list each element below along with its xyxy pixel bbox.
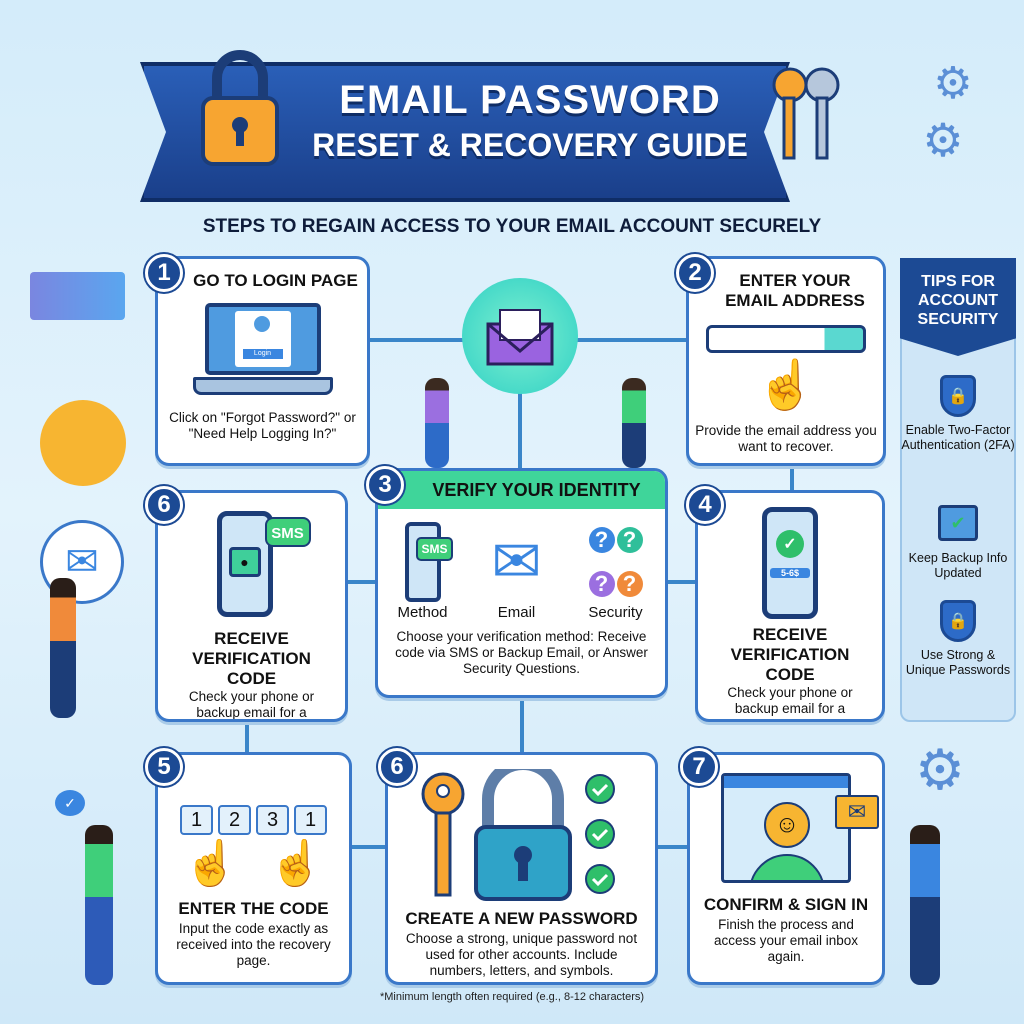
step-text: Choose a strong, unique password not use…	[405, 931, 638, 978]
gear-icon: ⚙	[914, 738, 966, 801]
pointing-hand-icon: ☝	[756, 358, 816, 412]
card-text: Check your phone or backup email for a s…	[188, 689, 315, 720]
step-text: Provide the email address you want to re…	[695, 423, 877, 454]
tip-backup: ✔ Keep Backup Info Updated	[900, 505, 1016, 581]
title-line-1: EMAIL PASSWORD	[339, 78, 721, 122]
step-6-badge: 6	[378, 748, 416, 786]
code-digit-box: 3	[256, 805, 289, 835]
person-illustration	[85, 825, 113, 985]
tip-passwords: 🔒 Use Strong & Unique Passwords	[900, 600, 1016, 678]
envelope-icon: ✉	[491, 528, 542, 595]
step-text: Choose your verification method: Receive…	[395, 629, 648, 676]
person-illustration	[50, 578, 76, 718]
login-button: Login	[242, 349, 283, 359]
left-card-badge: 6	[145, 486, 183, 524]
page-title: EMAIL PASSWORD RESET & RECOVERY GUIDE	[260, 78, 800, 164]
tip-text: Enable Two-Factor Authentication (2FA)	[901, 423, 1015, 452]
envelope-icon	[462, 278, 578, 394]
step-text: Click on "Forgot Password?" or "Need Hel…	[169, 410, 356, 441]
code-display: 5-6$	[770, 568, 810, 578]
keys-icon	[760, 60, 855, 170]
shield-lock-icon: 🔒	[940, 600, 976, 642]
code-digit-box: 1	[180, 805, 213, 835]
step-title: CREATE A NEW PASSWORD	[405, 909, 638, 928]
folder-check-icon: ✔	[938, 505, 978, 541]
footnote: *Minimum length often required (e.g., 8-…	[379, 991, 645, 1003]
step-7-card: ☺ CONFIRM & SIGN IN Finish the process a…	[687, 752, 885, 985]
step-3-badge: 3	[366, 466, 404, 504]
method-label: Email	[497, 604, 536, 621]
step-title: CONFIRM & SIGN IN	[703, 895, 869, 914]
receive-code-sms-card: ● SMS RECEIVE VERIFICATION CODE Check yo…	[155, 490, 348, 722]
connector-line	[665, 580, 700, 584]
key-lock-checks-icon	[388, 758, 655, 901]
connector-line	[520, 695, 524, 755]
step-2-badge: 2	[676, 254, 714, 292]
code-digits: 1 2 3 1	[158, 805, 349, 835]
person-at-laptop-illustration	[40, 400, 126, 486]
email-input-field	[706, 325, 866, 353]
tip-text: Keep Backup Info Updated	[908, 551, 1008, 580]
question-bubbles-icon: ????	[581, 519, 651, 605]
sms-bubble: SMS	[264, 517, 311, 547]
tip-text: Use Strong & Unique Passwords	[905, 648, 1011, 677]
step-text: Input the code exactly as received into …	[176, 921, 331, 968]
step-title: ENTER THE CODE	[178, 899, 329, 918]
method-option-email: ✉ Email	[482, 519, 552, 621]
person-illustration	[622, 378, 646, 468]
method-option-security: ????Security	[581, 519, 651, 621]
title-line-2: RESET & RECOVERY GUIDE	[312, 127, 748, 163]
connector-line	[350, 845, 388, 849]
tips-title: TIPS FOR ACCOUNT SECURITY	[900, 258, 1016, 356]
chat-check-icon: ✓	[55, 790, 85, 816]
step-1-badge: 1	[145, 254, 183, 292]
person-illustration	[910, 825, 940, 985]
step-title: RECEIVE VERIFICATION CODE	[730, 625, 850, 684]
method-option-sms: SMS Method	[393, 519, 453, 621]
step-6-card: CREATE A NEW PASSWORD Choose a strong, u…	[385, 752, 658, 985]
step-title: GO TO LOGIN PAGE	[193, 271, 358, 290]
gear-icon: ⚙	[933, 58, 973, 108]
step-title: ENTER YOUR EMAIL ADDRESS	[725, 271, 865, 310]
step-5-badge: 5	[145, 748, 183, 786]
envelope-icon: ✉	[835, 795, 879, 829]
step-4-badge: 4	[686, 486, 724, 524]
padlock-icon	[195, 40, 285, 170]
step-text: Check your phone or backup email for a s…	[727, 685, 853, 719]
step-1-card: GO TO LOGIN PAGE Login Click on "Forgot …	[155, 256, 370, 466]
step-5-card: 1 2 3 1 ☝☝ ENTER THE CODE Input the code…	[155, 752, 352, 985]
sms-bubble: SMS	[416, 537, 453, 561]
connector-line	[245, 720, 249, 755]
gear-icon: ⚙	[922, 114, 964, 166]
typing-hands-icon: ☝☝	[183, 839, 324, 888]
person-illustration	[425, 378, 449, 468]
phone-sms-icon: SMS	[393, 519, 453, 605]
subtitle: STEPS TO REGAIN ACCESS TO YOUR EMAIL ACC…	[202, 216, 822, 237]
step-2-card: ENTER YOUR EMAIL ADDRESS ☝ Provide the e…	[686, 256, 886, 466]
browser-smiley-icon: ☺	[721, 773, 851, 883]
laptop-icon: Login	[192, 303, 333, 398]
connector-line	[790, 462, 794, 492]
tip-2fa: 🔒 Enable Two-Factor Authentication (2FA)	[900, 375, 1016, 453]
connector-line	[345, 580, 380, 584]
step-3-card: VERIFY YOUR IDENTITY SMS Method ✉ Email ??…	[375, 468, 668, 698]
step-3-header: VERIFY YOUR IDENTITY	[378, 471, 665, 509]
phone-check-icon: ✓ 5-6$	[762, 507, 818, 619]
card-title: RECEIVE VERIFICATION CODE	[192, 629, 311, 688]
method-label: Security	[588, 604, 643, 621]
data-stream-decoration	[30, 272, 125, 320]
step-4-card: ✓ 5-6$ RECEIVE VERIFICATION CODE Check y…	[695, 490, 885, 722]
step-title: VERIFY YOUR IDENTITY	[432, 480, 641, 500]
connector-line	[655, 845, 690, 849]
shield-lock-icon: 🔒	[940, 375, 976, 417]
phone-lock-icon: ● SMS	[187, 511, 317, 621]
connector-line	[518, 340, 522, 470]
code-digit-box: 1	[294, 805, 327, 835]
method-label: Method	[397, 604, 448, 621]
step-text: Finish the process and access your email…	[713, 917, 859, 964]
step-7-badge: 7	[680, 748, 718, 786]
code-digit-box: 2	[218, 805, 251, 835]
